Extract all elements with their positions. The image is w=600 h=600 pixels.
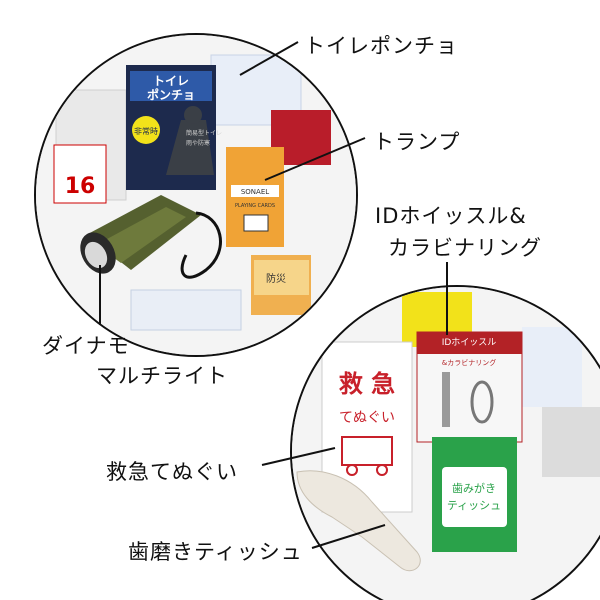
callout-toilet-poncho: トイレポンチョ (304, 34, 458, 58)
towel-title-1: 救 急 (339, 370, 395, 398)
whistle-icon: IDホイッスル &カラビナリング (416, 331, 523, 443)
poncho-icon: トイレ ポンチョ 非常時 簡易型トイレ 雨や防寒 (126, 65, 222, 190)
callout-flashlight-line1: ダイナモ (42, 334, 130, 358)
tissue-icon: 歯みがき ティッシュ (432, 437, 517, 552)
poncho-note-1: 簡易型トイレ (186, 129, 222, 137)
poncho-title-1: トイレ (153, 74, 189, 88)
bottom-circle-illustration: 救 急 てぬぐい IDホイッスル &カラビナリング 歯みがき ティッシュ (292, 287, 600, 600)
flashlight-icon (80, 195, 222, 279)
top-product-circle: 16 トイレ ポンチョ 非常時 簡易型トイレ 雨や防寒 SONAEL PLAY (34, 33, 358, 357)
whistle-pack-title: IDホイッスル (442, 337, 497, 348)
tissue-pack-sub: ティッシュ (447, 499, 501, 512)
package-number: 16 (65, 174, 96, 199)
cards-brand: SONAEL (241, 188, 269, 196)
callout-whistle-line1: IDホイッスル& (375, 204, 527, 228)
callout-towel: 救急てぬぐい (106, 460, 238, 484)
poncho-title-2: ポンチョ (147, 87, 195, 102)
callout-flashlight-line2: マルチライト (96, 364, 228, 388)
tissue-pack-title: 歯みがき (452, 481, 496, 495)
glove-icon (296, 470, 421, 572)
callout-playing-cards: トランプ (373, 130, 461, 154)
callout-whistle-line2: カラビナリング (388, 236, 542, 260)
poncho-badge: 非常時 (134, 126, 158, 136)
cards-icon: SONAEL PLAYING CARDS (226, 147, 284, 247)
poncho-note-2: 雨や防寒 (186, 139, 210, 147)
cards-name: PLAYING CARDS (235, 203, 275, 209)
bottom-product-circle: 救 急 てぬぐい IDホイッスル &カラビナリング 歯みがき ティッシュ (290, 285, 600, 600)
top-circle-illustration: 16 トイレ ポンチョ 非常時 簡易型トイレ 雨や防寒 SONAEL PLAY (36, 35, 356, 355)
side-pack-text: 防災 (266, 272, 286, 285)
towel-title-2: てぬぐい (339, 410, 395, 426)
side-package-icon: 16 (53, 144, 107, 204)
callout-tissue: 歯磨きティッシュ (128, 540, 303, 564)
whistle-pack-sub: &カラビナリング (442, 358, 496, 367)
